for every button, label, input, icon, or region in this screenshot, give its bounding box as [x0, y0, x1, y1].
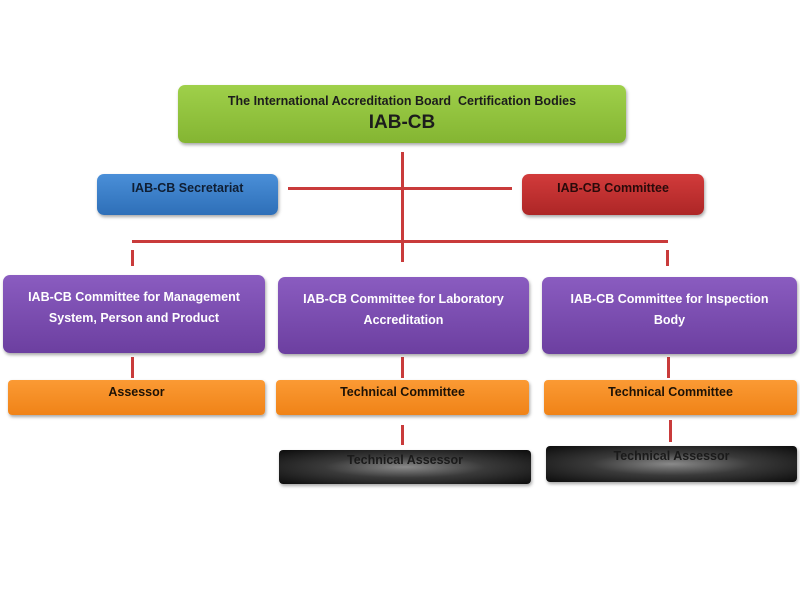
sub-label: Technical Committee [608, 385, 733, 399]
root-node: The International Accreditation Board Ce… [178, 85, 626, 143]
connector-staff [288, 187, 512, 190]
connector-root-trunk [401, 152, 404, 262]
leaf-label: Technical Assessor [346, 453, 464, 467]
connector-sub-2 [401, 357, 404, 378]
sub-label: Technical Committee [340, 385, 465, 399]
connector-branch-1 [131, 250, 134, 266]
leaf-label: Technical Assessor [613, 449, 730, 463]
branch-node-inspection: IAB-CB Committee for Inspection Body [542, 277, 797, 354]
technical-committee-node-inspection: Technical Committee [544, 380, 797, 415]
connector-sub-1 [131, 357, 134, 378]
branch-label: IAB-CB Committee for Laboratory Accredit… [303, 292, 504, 327]
connector-leaf-3 [669, 420, 672, 442]
technical-assessor-node-laboratory: Technical Assessor [279, 450, 531, 484]
secretariat-label: IAB-CB Secretariat [131, 181, 244, 195]
root-subtitle: The International Accreditation Board Ce… [227, 94, 577, 108]
committee-label: IAB-CB Committee [557, 181, 669, 195]
technical-assessor-node-inspection: Technical Assessor [546, 446, 797, 482]
technical-committee-node-laboratory: Technical Committee [276, 380, 529, 415]
branch-label: IAB-CB Committee for Management System, … [28, 290, 240, 325]
connector-sub-3 [667, 357, 670, 378]
branch-node-management: IAB-CB Committee for Management System, … [3, 275, 265, 353]
branch-node-laboratory: IAB-CB Committee for Laboratory Accredit… [278, 277, 529, 354]
sub-label: Assessor [108, 385, 165, 399]
connector-leaf-2 [401, 425, 404, 445]
committee-node: IAB-CB Committee [522, 174, 704, 215]
assessor-node: Assessor [8, 380, 265, 415]
connector-branch-3 [666, 250, 669, 266]
root-title: IAB-CB [368, 112, 436, 133]
secretariat-node: IAB-CB Secretariat [97, 174, 278, 215]
connector-branches [132, 240, 668, 243]
branch-label: IAB-CB Committee for Inspection Body [570, 292, 769, 327]
